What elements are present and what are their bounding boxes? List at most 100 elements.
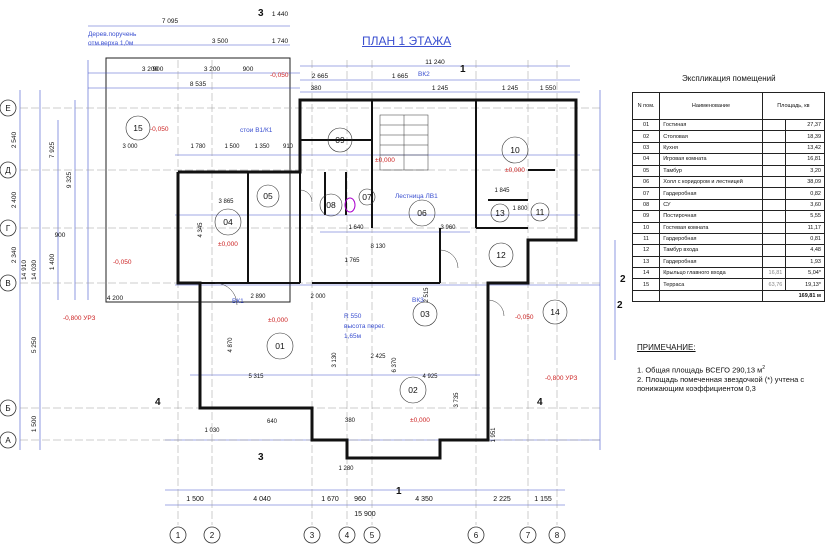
room-area-cell: 0,81	[785, 232, 825, 246]
room-area-full-cell: 16,81	[761, 267, 787, 280]
axis-label-1: 1	[176, 531, 181, 540]
room-name-cell: Игровая комната	[659, 153, 763, 166]
dim-text: 3 500	[212, 38, 229, 45]
section-markers: 3 3 1 1 2 2 4 4	[155, 8, 626, 497]
section-label: 3	[258, 8, 264, 19]
dim-text: 1 765	[344, 258, 360, 264]
room-number: 06	[417, 208, 427, 218]
dim-text: 380	[311, 85, 322, 92]
dim-text: 3 735	[454, 392, 460, 408]
dim-text: 5 315	[248, 374, 264, 380]
room-name-cell: Гостиная	[659, 118, 763, 132]
room-number: 04	[223, 217, 233, 227]
dim-text: 1 350	[254, 144, 270, 150]
plan-note: Дерев.поручень	[88, 31, 137, 38]
room-number-cell: 11	[631, 232, 661, 246]
level-mark: ±0,000	[268, 317, 288, 324]
axis-label-g: Г	[6, 224, 11, 233]
header-area: Площадь, кв	[761, 92, 825, 120]
room-number: 08	[326, 200, 336, 210]
dim-text: 2 515	[424, 287, 430, 303]
dim-text: 4 200	[107, 295, 124, 302]
dim-text: 8 535	[190, 81, 207, 88]
level-mark: ±0,000	[218, 241, 238, 248]
room-number: 05	[263, 191, 273, 201]
room-name-cell: Гостевая комната	[659, 221, 763, 234]
room-area-cell: 16,81	[785, 153, 825, 166]
axis-label-3: 3	[310, 531, 315, 540]
dim-text: 1 665	[392, 73, 409, 80]
remarks-heading: ПРИМЕЧАНИЕ:	[637, 343, 696, 352]
table-header-row: N пом. Наименование Площадь, кв	[631, 92, 825, 120]
axis-bubbles	[0, 99, 566, 544]
room-number-cell: 05	[631, 164, 661, 177]
room-number: 01	[275, 341, 285, 351]
room-area-cell: 38,09	[785, 175, 825, 189]
room-number-cell: 12	[631, 244, 661, 257]
room-area-full-cell	[761, 255, 787, 269]
room-area-full-cell	[761, 153, 787, 166]
dim-text: 1 800	[512, 206, 528, 212]
dim-text: 2 540	[11, 131, 18, 148]
room-number-cell: 15	[631, 278, 661, 291]
dim-text: 2 400	[11, 191, 18, 208]
section-label: 1	[396, 486, 402, 497]
room-name-cell: Терраса	[659, 278, 763, 291]
header-name: Наименование	[659, 92, 763, 120]
plan-note: ВК3	[412, 297, 424, 304]
dim-text: 1 280	[338, 466, 354, 472]
explication-title: Экспликация помещений	[682, 74, 776, 83]
plan-note: Лестница ЛВ1	[395, 193, 438, 200]
dim-text: 3 130	[332, 352, 338, 368]
axis-label-4: 4	[345, 531, 350, 540]
dim-text: 1 440	[272, 11, 289, 18]
dim-text: 11 240	[425, 59, 445, 66]
level-mark: -0,050	[515, 314, 534, 321]
room-name-cell: Гардеробная	[659, 255, 763, 269]
room-number-cell: 09	[631, 210, 661, 223]
room-name-cell: Тамбур	[659, 164, 763, 177]
plan-notes: стои В1/К1 Лестница ЛВ1 R 550 высота пер…	[88, 31, 438, 340]
dim-text: 3 000	[122, 144, 138, 150]
room-area-full-cell	[761, 232, 787, 246]
room-area-cell: 0,82	[785, 187, 825, 200]
room-number: 15	[133, 123, 143, 133]
room-area-full-cell	[761, 244, 787, 257]
header-number: N пом.	[631, 92, 661, 120]
dim-text: 4 870	[228, 337, 234, 353]
room-name-cell: Холл с коридором и лестницей	[659, 175, 763, 189]
dim-text: 4 040	[253, 496, 271, 503]
dim-text: 1 845	[494, 188, 510, 194]
dim-text: 14 030	[31, 260, 38, 280]
dim-text: 1 500	[186, 496, 204, 503]
dim-text: 2 000	[310, 294, 326, 300]
level-mark: ±0,000	[375, 157, 395, 164]
room-number-cell: 08	[631, 198, 661, 212]
room-name-cell: Крыльцо главного входа	[659, 267, 763, 280]
toilet-fixture	[344, 197, 356, 213]
dim-text: 1 400	[49, 253, 56, 270]
axis-label-b: Б	[5, 404, 10, 413]
room-area-cell: 5,55	[785, 210, 825, 223]
terrace-outline	[105, 57, 291, 303]
dim-text: 1 030	[204, 428, 220, 434]
room-area-full-cell	[761, 164, 787, 177]
room-number-cell: 13	[631, 255, 661, 269]
axis-label-a: А	[5, 436, 11, 445]
plan-note: стои В1/К1	[240, 127, 273, 134]
dim-text: 1 245	[502, 85, 519, 92]
table-total-row: 169,81 м	[631, 289, 825, 303]
dim-text: 4 350	[415, 496, 433, 503]
dim-text: 5 250	[31, 336, 38, 353]
